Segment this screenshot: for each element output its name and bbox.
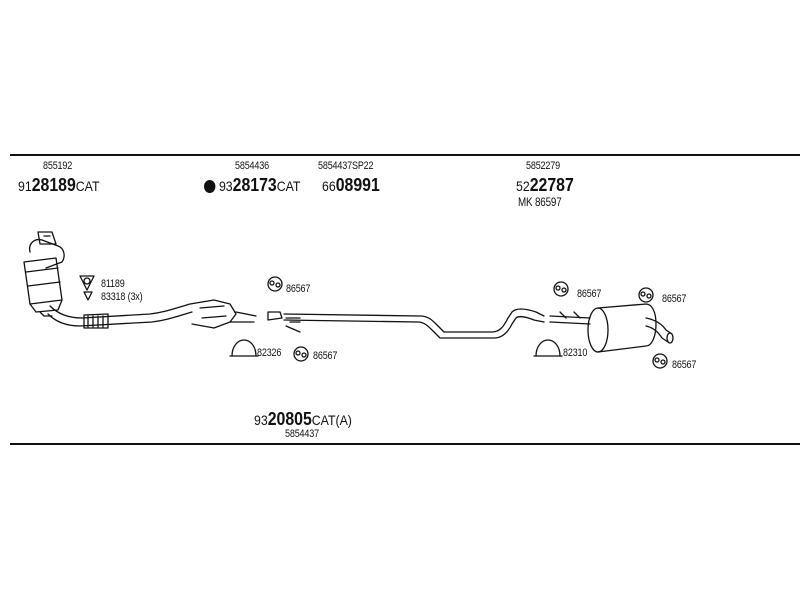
callout-mount-1: 86567 bbox=[286, 283, 311, 295]
callout-mount-2: 86567 bbox=[313, 350, 338, 362]
callout-mount-4: 86567 bbox=[662, 293, 687, 305]
hanger-bracket-icon bbox=[285, 317, 301, 333]
rubber-mount-icon bbox=[638, 287, 654, 303]
part2-number: 9328173CAT bbox=[204, 176, 300, 194]
rear-muffler-icon bbox=[549, 303, 674, 353]
callout-clamp-1: 82326 bbox=[257, 347, 282, 359]
callout-mount-5: 86567 bbox=[672, 359, 697, 371]
top-rule bbox=[10, 154, 800, 156]
center-pipe-icon bbox=[283, 308, 545, 339]
part5-number: 9320805CAT(A) bbox=[254, 409, 352, 429]
rubber-mount-icon bbox=[652, 353, 668, 369]
front-pipe-icon bbox=[47, 299, 257, 329]
callout-clamp-2: 82310 bbox=[563, 347, 588, 359]
part2-ref: 5854436 bbox=[235, 160, 269, 172]
callout-gasket-a: 81189 bbox=[101, 278, 125, 290]
part3-ref: 5854437SP22 bbox=[318, 160, 374, 172]
catalytic-converter-icon bbox=[23, 231, 65, 317]
callout-mount-3: 86567 bbox=[577, 288, 602, 300]
pipe-end-icon bbox=[267, 311, 283, 321]
rubber-mount-icon bbox=[267, 276, 283, 292]
part4-kit: MK 86597 bbox=[518, 195, 562, 209]
callout-gasket-b: 83318 (3x) bbox=[101, 291, 143, 303]
gasket-triangle-icon bbox=[79, 275, 95, 301]
part1-ref: 855192 bbox=[43, 160, 73, 172]
part4-ref: 5852279 bbox=[526, 160, 560, 172]
part1-number: 9128189CAT bbox=[18, 175, 100, 195]
bottom-rule bbox=[10, 443, 800, 445]
clamp-icon bbox=[533, 339, 563, 357]
rubber-mount-icon bbox=[553, 281, 569, 297]
clamp-icon bbox=[229, 339, 259, 357]
part3-number: 6608991 bbox=[322, 175, 380, 195]
part4-number: 5222787 bbox=[516, 175, 574, 195]
rubber-mount-icon bbox=[293, 346, 309, 362]
filled-circle-icon bbox=[204, 180, 216, 193]
part5-ref: 5854437 bbox=[285, 428, 319, 440]
